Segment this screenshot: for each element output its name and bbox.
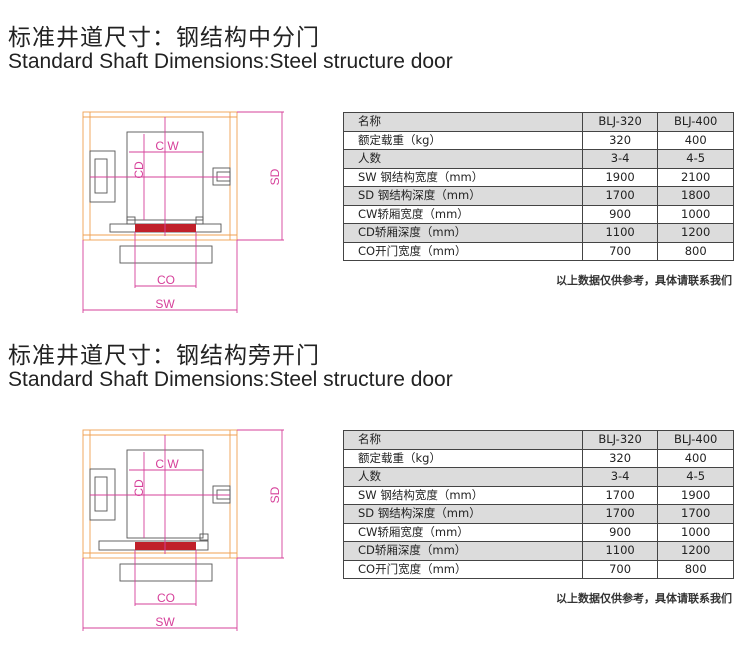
table-cell: 3-4 (581, 149, 659, 169)
shaft-outline (82, 429, 238, 559)
table-cell: CD轿厢深度（mm） (343, 541, 583, 561)
table-cell: 700 (581, 559, 659, 579)
table-cell: 320 (581, 130, 659, 150)
header-cell: 名称 (343, 112, 583, 132)
co-label: CO (157, 591, 175, 605)
table-cell: CO开门宽度（mm） (343, 559, 583, 579)
table-cell: 1000 (657, 522, 734, 542)
table-cell: CO开门宽度（mm） (343, 241, 583, 261)
table-cell: 900 (581, 204, 659, 224)
table-cell: 1200 (657, 541, 734, 561)
table-cell: 900 (581, 522, 659, 542)
table-cell: 800 (657, 241, 734, 261)
table-cell: SW 钢结构宽度（mm） (343, 485, 583, 505)
shaft-outline (82, 111, 238, 241)
table-cell: 4-5 (657, 149, 734, 169)
table-cell: SW 钢结构宽度（mm） (343, 167, 583, 187)
cd-label: CD (132, 161, 146, 179)
title-chinese: 标准井道尺寸：钢结构旁开门 (8, 343, 320, 369)
sw-label: SW (155, 297, 175, 311)
table-cell: 2100 (657, 167, 734, 187)
title-english: Standard Shaft Dimensions:Steel structur… (8, 50, 453, 73)
table-cell: CW轿厢宽度（mm） (343, 522, 583, 542)
table-cell: 320 (581, 448, 659, 468)
section-center-opening: 标准井道尺寸：钢结构中分门 Standard Shaft Dimensions:… (0, 0, 750, 320)
title-english: Standard Shaft Dimensions:Steel structur… (8, 368, 453, 391)
table-cell: CW轿厢宽度（mm） (343, 204, 583, 224)
door-panel (135, 542, 196, 550)
table-cell: 400 (657, 130, 734, 150)
table-cell: 额定载重（kg） (343, 448, 583, 468)
header-cell: 名称 (343, 430, 583, 450)
sd-label: SD (268, 486, 282, 503)
title-chinese: 标准井道尺寸：钢结构中分门 (8, 25, 320, 51)
table-cell: 3-4 (581, 467, 659, 487)
table-cell: 人数 (343, 149, 583, 169)
table-cell: SD 钢结构深度（mm） (343, 186, 583, 206)
cw-label: C W (155, 457, 179, 471)
table-cell: 1700 (581, 186, 659, 206)
reference-note: 以上数据仅供参考，具体请联系我们 (556, 592, 732, 605)
shaft-diagram: C W CD SD CO SW (82, 429, 284, 631)
table-cell: 700 (581, 241, 659, 261)
table-cell: 人数 (343, 467, 583, 487)
table-cell: 1700 (581, 485, 659, 505)
table-cell: 1100 (581, 223, 659, 243)
cd-label: CD (132, 479, 146, 497)
section-side-opening: 标准井道尺寸：钢结构旁开门 Standard Shaft Dimensions:… (0, 318, 750, 638)
table-cell: 1900 (581, 167, 659, 187)
table-cell: 4-5 (657, 467, 734, 487)
co-label: CO (157, 273, 175, 287)
sd-label: SD (268, 168, 282, 185)
shaft-diagram: C W CD SD CO SW (82, 111, 284, 313)
table-cell: 1700 (581, 504, 659, 524)
table-cell: 额定载重（kg） (343, 130, 583, 150)
table-cell: 800 (657, 559, 734, 579)
table-cell: 1700 (657, 504, 734, 524)
table-cell: 1800 (657, 186, 734, 206)
header-cell: BLJ-320 (581, 430, 659, 450)
table-cell: 1900 (657, 485, 734, 505)
table-cell: 1000 (657, 204, 734, 224)
door-panel (135, 224, 196, 232)
table-cell: SD 钢结构深度（mm） (343, 504, 583, 524)
table-cell: 1100 (581, 541, 659, 561)
reference-note: 以上数据仅供参考，具体请联系我们 (556, 274, 732, 287)
header-cell: BLJ-400 (657, 430, 734, 450)
cw-label: C W (155, 139, 179, 153)
dimension-lines (82, 429, 284, 631)
header-cell: BLJ-400 (657, 112, 734, 132)
header-cell: BLJ-320 (581, 112, 659, 132)
table-cell: CD轿厢深度（mm） (343, 223, 583, 243)
sw-label: SW (155, 615, 175, 629)
table-cell: 400 (657, 448, 734, 468)
dimension-lines (82, 111, 284, 313)
table-cell: 1200 (657, 223, 734, 243)
